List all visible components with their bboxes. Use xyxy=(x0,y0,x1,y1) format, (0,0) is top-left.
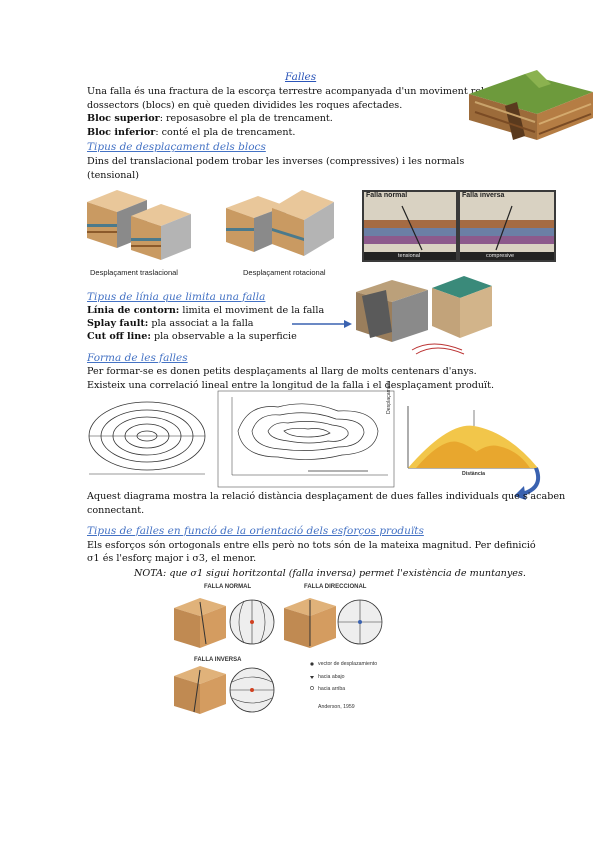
linia-item-splay: Splay fault: pla associat a la falla xyxy=(87,318,254,331)
section3-after-1: Aquest diagrama mostra la relació distàn… xyxy=(87,491,566,502)
legend-arriba: hacia arriba xyxy=(318,686,346,692)
label-falla-inversa-2: FALLA INVERSA xyxy=(194,657,242,663)
label-falla-normal-2: FALLA NORMAL xyxy=(204,584,252,590)
label-tensional: tensional xyxy=(398,253,421,259)
bloc-inferior-label: Bloc inferior xyxy=(87,127,156,138)
section3-line-2: Existeix una correlació lineal entre la … xyxy=(87,380,495,391)
legend-vector: vector de desplazamiento xyxy=(318,661,378,667)
intro-line-2: dossectors (blocs) en què queden dividid… xyxy=(87,100,403,111)
label-falla-inversa: Falla inversa xyxy=(462,192,505,199)
normal-reverse-figure xyxy=(364,192,554,260)
rotational-block-figure xyxy=(226,190,334,256)
page-title: Falles xyxy=(285,71,317,83)
arrow-right-icon xyxy=(292,320,352,328)
section-heading-linia: Tipus de línia que limita una falla xyxy=(87,291,266,303)
section4-line-1: Els esforços són ortogonals entre ells p… xyxy=(87,540,536,551)
bloc-inferior-text: : conté el pla de trencament. xyxy=(155,127,296,138)
section3-line-1: Per formar-se es donen petits desplaçame… xyxy=(87,366,477,377)
splay-fault-label: Splay fault: xyxy=(87,318,149,329)
section-heading-esforcos: Tipus de falles en funció de la orientac… xyxy=(87,525,424,537)
section1-line-2: (tensional) xyxy=(87,170,139,181)
axis-label-distancia: Distància xyxy=(462,471,486,477)
anderson-stress-figure xyxy=(174,598,383,714)
fault-contour-map xyxy=(217,390,395,488)
section-heading-desplacament: Tipus de desplaçament dels blocs xyxy=(87,141,266,153)
linia-contorn-label: Línia de contorn: xyxy=(87,305,180,316)
linia-item-contorn: Línia de contorn: limita el moviment de … xyxy=(87,305,324,318)
fault-block-diagram xyxy=(469,70,593,140)
intro-line-1: Una falla és una fractura de la escorça … xyxy=(87,86,526,97)
linia-item-cutoff: Cut off line: pla observable a la superf… xyxy=(87,331,297,344)
displacement-distance-graph xyxy=(407,406,538,469)
bloc-superior-def: Bloc superior: reposasobre el pla de tre… xyxy=(87,113,333,126)
splay-fault-text: pla associat a la falla xyxy=(148,318,254,329)
label-compresive: compresive xyxy=(486,253,515,259)
section-heading-forma: Forma de les falles xyxy=(87,352,188,364)
bloc-inferior-def: Bloc inferior: conté el pla de trencamen… xyxy=(87,127,295,140)
curved-arrow-icon xyxy=(514,467,541,500)
fault-lines-figure xyxy=(356,276,492,355)
caption-translational: Desplaçament traslacional xyxy=(90,268,178,277)
displacement-contour-ellipses xyxy=(87,394,209,486)
linia-contorn-text: limita el moviment de la falla xyxy=(179,305,325,316)
translational-block-figure xyxy=(87,190,191,260)
label-falla-normal: Falla normal xyxy=(366,192,408,199)
bloc-superior-label: Bloc superior xyxy=(87,113,160,124)
section1-line-1: Dins del translacional podem trobar les … xyxy=(87,156,465,167)
label-falla-direccional: FALLA DIRECCIONAL xyxy=(304,584,367,590)
axis-label-desplazament: Desplaçament xyxy=(386,380,392,414)
section4-line-2: σ1 és l'esforç major i σ3, el menor. xyxy=(87,553,257,564)
cut-off-label: Cut off line: xyxy=(87,331,151,342)
cut-off-text: pla observable a la superficie xyxy=(150,331,297,342)
figure-credit: Anderson, 1959 xyxy=(318,704,355,710)
bloc-superior-text: : reposasobre el pla de trencament. xyxy=(159,113,333,124)
caption-rotational: Desplaçament rotacional xyxy=(243,268,326,277)
section4-note: NOTA: que σ1 sigui horitzontal (falla in… xyxy=(134,568,526,579)
section3-after-2: connectant. xyxy=(87,505,145,516)
legend-abajo: hacia abajo xyxy=(318,674,345,680)
